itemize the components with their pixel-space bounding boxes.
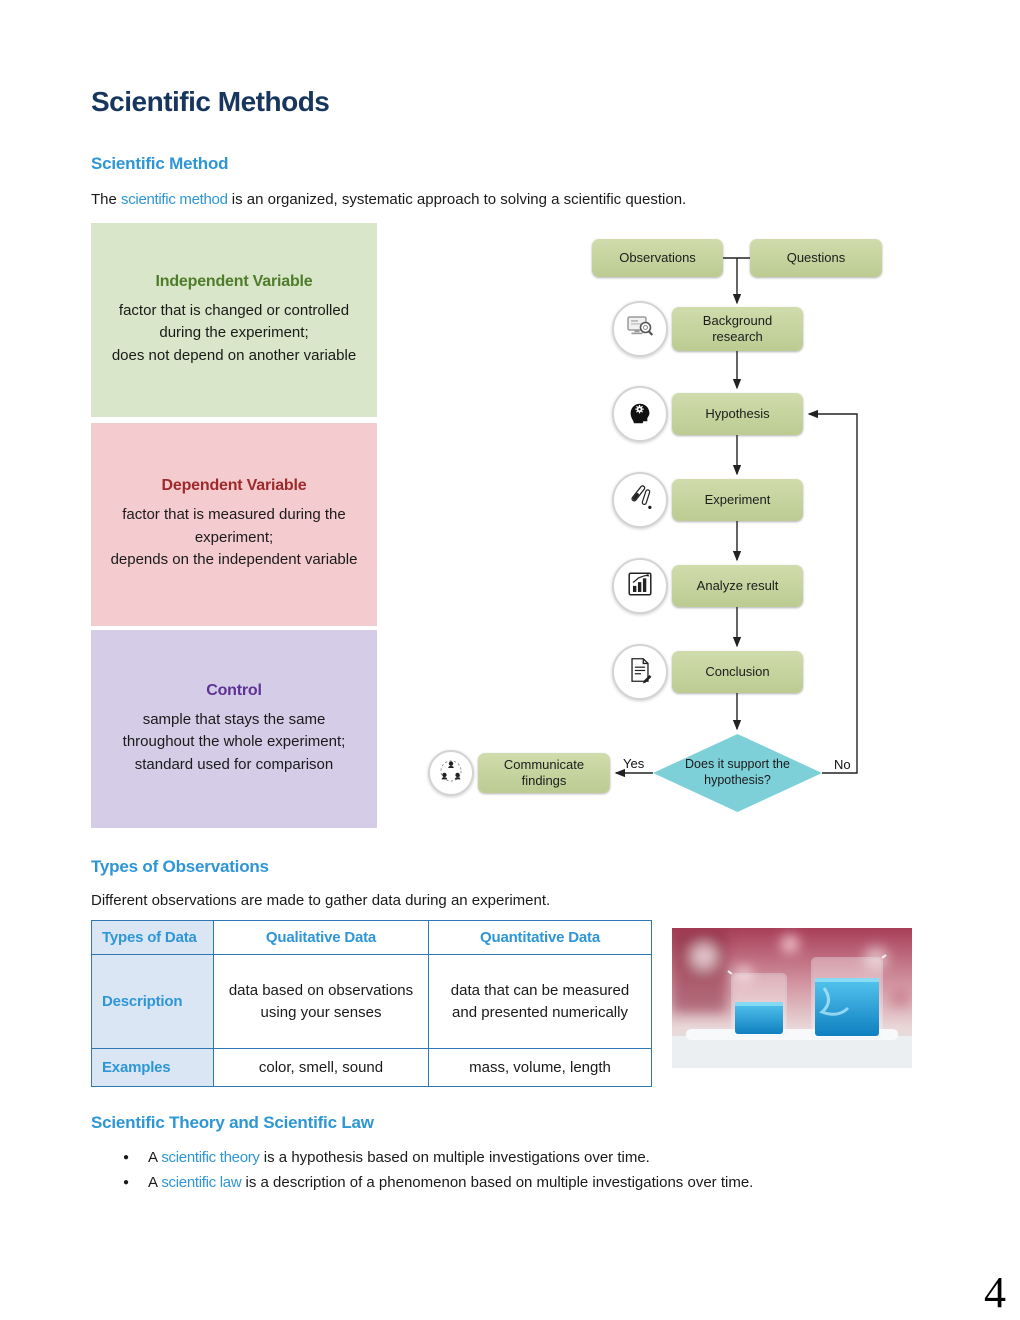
scientific-method-diagram: Independent Variable factor that is chan… [91,223,929,835]
highlight-scientific-theory: scientific theory [161,1149,260,1166]
intro-suffix: is an organized, systematic approach to … [227,191,687,208]
flowchart-node-experiment: Experiment [672,479,803,521]
bullet-icon: ● [123,1177,130,1188]
background-research-icon-circle [612,301,668,357]
bullet-suffix: is a hypothesis based on multiple invest… [259,1149,650,1166]
intro-paragraph: The scientific method is an organized, s… [91,189,929,210]
node-label: Observations [619,250,696,266]
types-of-data-table: Types of Data Qualitative Data Quantitat… [91,920,652,1087]
flowchart-node-observations: Observations [592,239,723,277]
highlight-scientific-law: scientific law [161,1174,242,1191]
flowchart-node-background-research: Background research [672,307,803,351]
independent-variable-title: Independent Variable [155,272,313,290]
bar-chart-icon [625,569,655,604]
flowchart-node-conclusion: Conclusion [672,651,803,693]
bullet-suffix: is a description of a phenomenon based o… [241,1174,754,1191]
highlight-scientific-method: scientific method [121,191,228,208]
document-icon [625,655,655,690]
table-header-row: Types of Data Qualitative Data Quantitat… [91,920,652,955]
table-row-examples: Examples color, smell, sound mass, volum… [91,1048,652,1087]
conclusion-icon-circle [612,644,668,700]
flowchart-node-hypothesis: Hypothesis [672,393,803,435]
computer-search-icon [624,311,656,348]
experiment-icon-circle [612,472,668,528]
intro-prefix: The [91,191,122,208]
yes-branch-label: Yes [623,756,645,771]
no-branch-label: No [834,757,851,772]
table-header-quantitative: Quantitative Data [428,920,652,955]
control-title: Control [206,681,262,699]
observations-table-row: Types of Data Qualitative Data Quantitat… [91,920,929,1087]
test-tube-icon [625,483,655,518]
page-number: 4 [984,1268,1006,1317]
dependent-variable-title: Dependent Variable [161,477,307,495]
section-heading-types-of-observations: Types of Observations [91,857,269,876]
section-heading-theory-law: Scientific Theory and Scientific Law [91,1113,374,1132]
analyze-result-icon-circle [612,558,668,614]
node-label: Questions [786,250,846,266]
control-definition: sample that stays the same throughout th… [122,710,346,773]
bullet-prefix: A [148,1174,162,1191]
independent-variable-box: Independent Variable factor that is chan… [91,223,377,417]
list-item-scientific-theory: ● A scientific theory is a hypothesis bas… [123,1149,929,1166]
flowchart-node-analyze-result: Analyze result [672,565,803,607]
list-item-scientific-law: ● A scientific law is a description of a … [123,1174,929,1191]
flowchart: Observations Questions Background resear… [420,229,940,829]
node-label: Background research [702,313,773,344]
dependent-variable-definition: factor that is measured during the exper… [110,506,358,569]
node-label: Analyze result [696,578,779,594]
flowchart-node-communicate-findings: Communicate findings [478,753,610,793]
hypothesis-icon-circle [612,386,668,442]
observations-intro: Different observations are made to gathe… [91,892,551,909]
flowchart-arrows [614,257,858,778]
cell-qualitative-examples: color, smell, sound [213,1048,429,1087]
cell-quantitative-description: data that can be measured and presented … [428,954,652,1049]
table-row-description: Description data based on observations u… [91,954,652,1049]
flowchart-node-questions: Questions [750,239,882,277]
table-header-types-of-data: Types of Data [91,920,214,955]
independent-variable-definition: factor that is changed or controlled dur… [111,301,357,364]
decision-label: Does it support the hypothesis? [685,757,790,787]
head-gears-icon [625,397,655,432]
cell-quantitative-examples: mass, volume, length [428,1048,652,1087]
people-network-icon [437,757,465,790]
node-label: Communicate findings [503,757,585,788]
theory-law-list: ● A scientific theory is a hypothesis bas… [91,1149,929,1191]
bullet-prefix: A [148,1149,162,1166]
node-label: Experiment [704,492,771,508]
communicate-findings-icon-circle [428,750,474,796]
cell-qualitative-description: data based on observations using your se… [213,954,429,1049]
row-label-examples: Examples [91,1048,214,1087]
dependent-variable-box: Dependent Variable factor that is measur… [91,423,377,626]
beakers-photo [672,928,912,1068]
row-label-description: Description [91,954,214,1049]
page-title: Scientific Methods [91,86,330,117]
section-heading-scientific-method: Scientific Method [91,154,229,173]
node-label: Conclusion [705,664,770,680]
bullet-icon: ● [123,1152,130,1163]
table-header-qualitative: Qualitative Data [213,920,429,955]
node-label: Hypothesis [705,406,770,422]
control-box: Control sample that stays the same throu… [91,630,377,828]
